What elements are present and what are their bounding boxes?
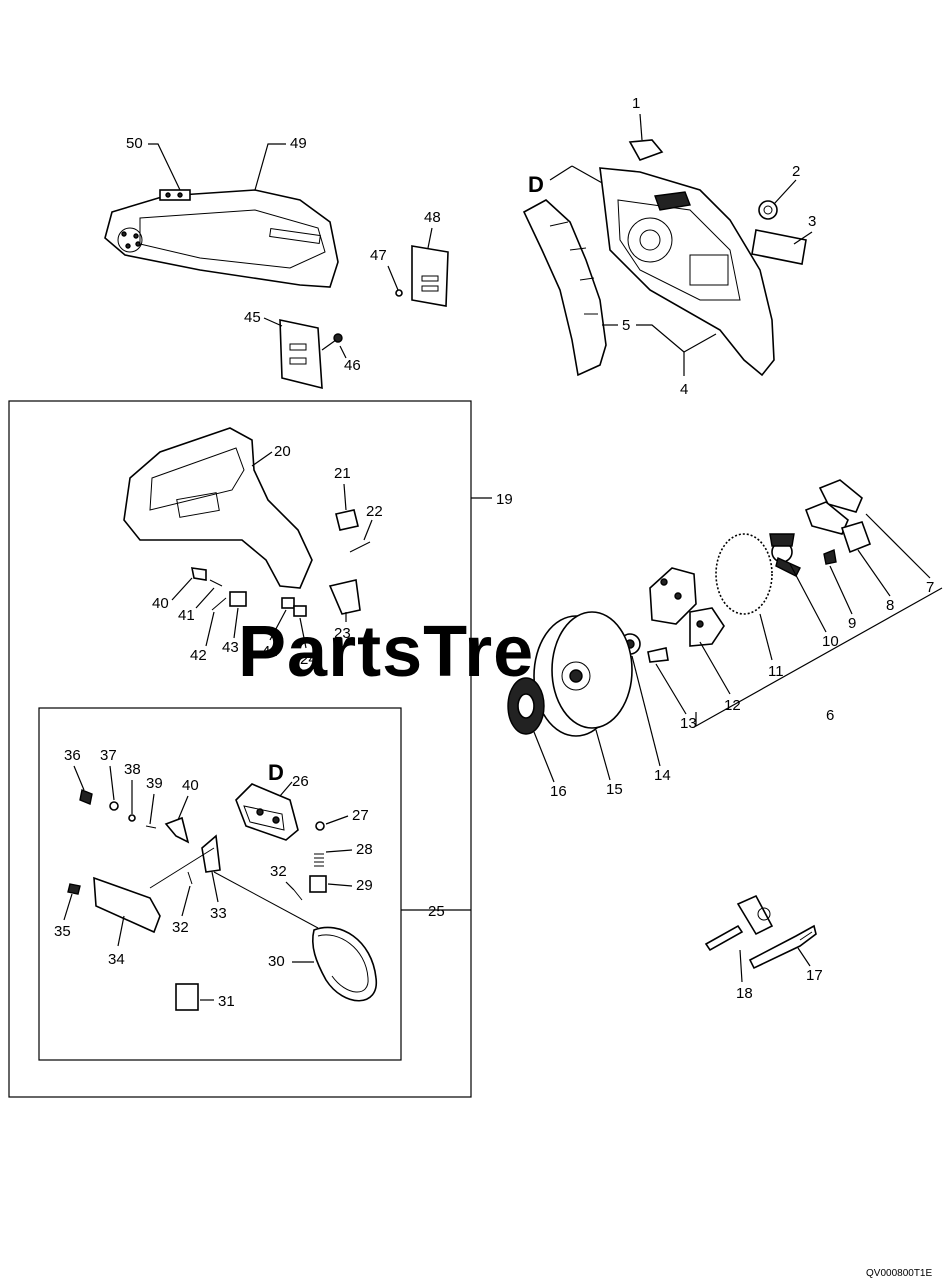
callout-23: 23 <box>334 625 351 642</box>
callout-2: 2 <box>792 163 800 180</box>
callout-5: 5 <box>622 317 630 334</box>
callout-10: 10 <box>822 633 839 650</box>
callout-9: 9 <box>848 615 856 632</box>
callout-3: 3 <box>808 213 816 230</box>
group-letter-top: D <box>528 172 544 197</box>
callout-15: 15 <box>606 781 623 798</box>
callout-17: 17 <box>806 967 823 984</box>
callout-38: 38 <box>124 761 141 778</box>
brake-band-group-box <box>38 707 402 1061</box>
callout-6: 6 <box>826 707 834 724</box>
callout-18: 18 <box>736 985 753 1002</box>
plate-49 <box>411 245 449 307</box>
brake-housing <box>235 783 299 841</box>
callout-11: 11 <box>768 663 784 680</box>
plate-46 <box>279 319 323 390</box>
callout-51: 50 <box>126 135 143 152</box>
hand-guard <box>123 427 313 589</box>
callout-49: 48 <box>424 209 441 226</box>
clutch-spring <box>715 533 773 615</box>
watermark: PartsTree <box>238 612 575 692</box>
callout-1: 1 <box>632 95 640 112</box>
callout-28: 28 <box>356 841 373 858</box>
group-letter-inner: D <box>268 760 284 785</box>
callout-46: 45 <box>244 309 261 326</box>
callout-31: 31 <box>218 993 235 1010</box>
callout-39: 39 <box>146 775 163 792</box>
clutch-drum <box>533 611 633 737</box>
callout-32a: 32 <box>270 863 287 880</box>
callout-35: 35 <box>54 923 71 940</box>
clutch-shoes <box>649 567 725 647</box>
callout-43: 42 <box>190 647 207 664</box>
chain-brake-group-box <box>8 400 472 1098</box>
callout-7: 7 <box>926 579 934 596</box>
tools <box>704 894 817 970</box>
callout-20: 20 <box>274 443 291 460</box>
callout-27: 27 <box>352 807 369 824</box>
callout-29: 29 <box>356 877 373 894</box>
callout-26: 26 <box>292 773 309 790</box>
callout-47: 46 <box>344 357 361 374</box>
callout-48: 47 <box>370 247 387 264</box>
callout-40: 40 <box>182 777 199 794</box>
clutch-cover <box>599 167 775 377</box>
callout-45: 44 <box>262 643 279 660</box>
callout-42: 41 <box>178 607 195 624</box>
callout-13: 13 <box>680 715 697 732</box>
callout-8: 8 <box>886 597 894 614</box>
diagram-code: QV000800T1E <box>866 1268 932 1279</box>
callout-50: 49 <box>290 135 307 152</box>
callout-36: 36 <box>64 747 81 764</box>
callout-33: 33 <box>210 905 227 922</box>
callout-19: 19 <box>496 491 513 508</box>
callout-25: 25 <box>428 903 445 920</box>
guide-bar-cover <box>104 189 339 288</box>
callout-16: 16 <box>550 783 567 800</box>
callout-4: 4 <box>680 381 688 398</box>
callout-41: 40 <box>152 595 169 612</box>
clutch-hub <box>769 533 801 577</box>
callout-32b: 32 <box>172 919 189 936</box>
callout-21: 21 <box>334 465 351 482</box>
callout-37: 37 <box>100 747 117 764</box>
callout-24: 24 <box>300 651 317 668</box>
callout-22: 22 <box>366 503 383 520</box>
callout-44: 43 <box>222 639 239 656</box>
callout-30: 30 <box>268 953 285 970</box>
callout-34: 34 <box>108 951 125 968</box>
callout-14: 14 <box>654 767 671 784</box>
